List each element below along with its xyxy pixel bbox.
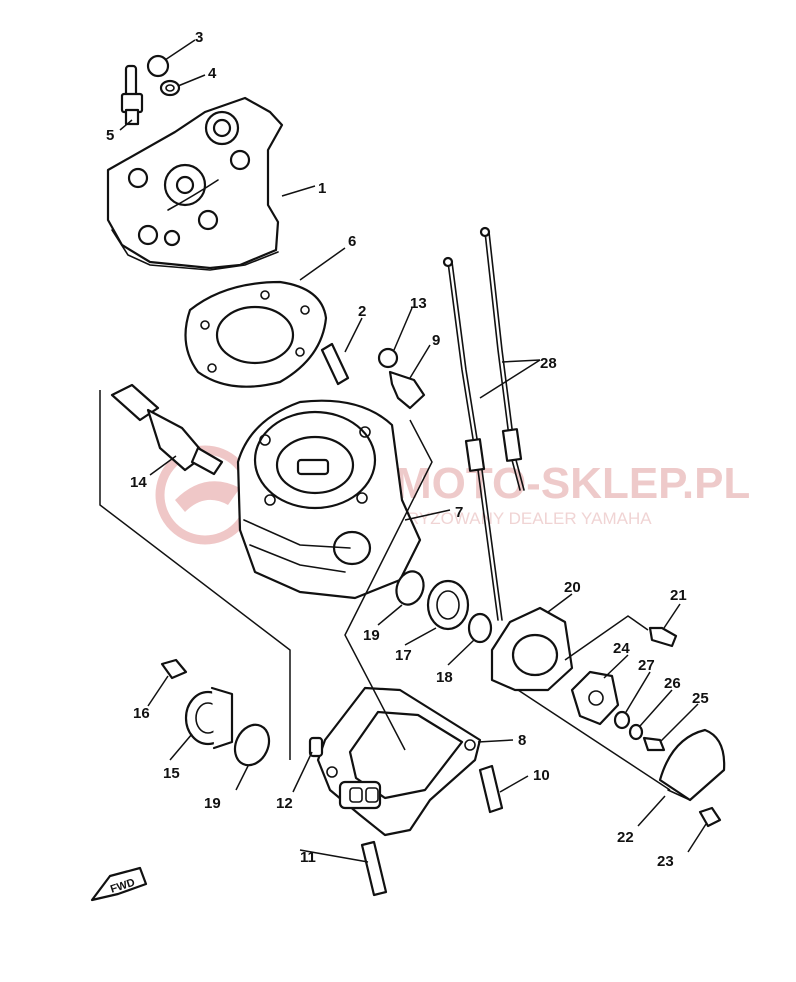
callout-19-lower: 19 bbox=[204, 795, 221, 812]
callout-21: 21 bbox=[670, 587, 687, 604]
watermark-brand: MOTO-SKLEP.PL bbox=[395, 459, 750, 508]
callout-9: 9 bbox=[432, 332, 440, 349]
base-stud-lower bbox=[360, 840, 388, 897]
cylinder-block bbox=[236, 399, 422, 600]
callout-28: 28 bbox=[540, 355, 557, 372]
head-cap-nut bbox=[146, 54, 170, 78]
callout-18: 18 bbox=[436, 669, 453, 686]
dowel-pin bbox=[308, 736, 324, 758]
head-washer bbox=[159, 79, 181, 97]
callout-13: 13 bbox=[410, 295, 427, 312]
valve-cap bbox=[426, 579, 470, 631]
callout-7: 7 bbox=[455, 504, 463, 521]
valve-cover bbox=[658, 728, 726, 802]
valve-pulley bbox=[570, 670, 620, 726]
pulley-washer bbox=[613, 710, 631, 730]
callout-10: 10 bbox=[533, 767, 550, 784]
callout-20: 20 bbox=[564, 579, 581, 596]
forward-direction-arrow: FWD bbox=[90, 866, 148, 902]
callout-26: 26 bbox=[664, 675, 681, 692]
callout-2: 2 bbox=[358, 303, 366, 320]
head-gasket bbox=[184, 280, 328, 388]
thrust-washer bbox=[467, 612, 493, 644]
callout-3: 3 bbox=[195, 29, 203, 46]
leader-lines bbox=[99, 39, 707, 863]
callout-6: 6 bbox=[348, 233, 356, 250]
cable-bracket bbox=[388, 370, 426, 410]
callout-12: 12 bbox=[276, 795, 293, 812]
valve-plug bbox=[110, 383, 224, 476]
callout-16: 16 bbox=[133, 705, 150, 722]
watermark-logo-mark bbox=[175, 481, 240, 512]
cylinder-head bbox=[106, 96, 284, 271]
callout-23: 23 bbox=[657, 853, 674, 870]
valve-holder bbox=[184, 686, 234, 750]
callout-14: 14 bbox=[130, 474, 147, 491]
callout-15: 15 bbox=[163, 765, 180, 782]
callout-19-upper: 19 bbox=[363, 627, 380, 644]
o-ring-lower bbox=[233, 723, 271, 767]
o-ring-upper bbox=[395, 570, 425, 606]
callout-24: 24 bbox=[613, 640, 630, 657]
control-cables bbox=[442, 226, 525, 621]
callout-25: 25 bbox=[692, 690, 709, 707]
callout-22: 22 bbox=[617, 829, 634, 846]
base-gasket bbox=[316, 686, 482, 837]
bracket-nut bbox=[377, 347, 399, 369]
callout-17: 17 bbox=[395, 647, 412, 664]
stud-bolt bbox=[320, 342, 350, 386]
callout-8: 8 bbox=[518, 732, 526, 749]
pulley-nut bbox=[628, 723, 644, 741]
cover-bolt bbox=[642, 736, 666, 752]
callout-1: 1 bbox=[318, 180, 326, 197]
callout-27: 27 bbox=[638, 657, 655, 674]
housing-bolt bbox=[648, 626, 678, 648]
callout-5: 5 bbox=[106, 127, 114, 144]
cover-screw bbox=[698, 806, 722, 828]
callout-11: 11 bbox=[300, 849, 316, 866]
spark-plug-top bbox=[120, 64, 144, 126]
holder-bolt bbox=[160, 658, 188, 680]
callout-4: 4 bbox=[208, 65, 217, 82]
base-stud-right bbox=[478, 764, 504, 814]
callout-labels: 1 2 3 4 5 6 7 8 9 10 11 12 13 14 15 16 1… bbox=[106, 29, 709, 870]
valve-housing bbox=[490, 606, 574, 692]
